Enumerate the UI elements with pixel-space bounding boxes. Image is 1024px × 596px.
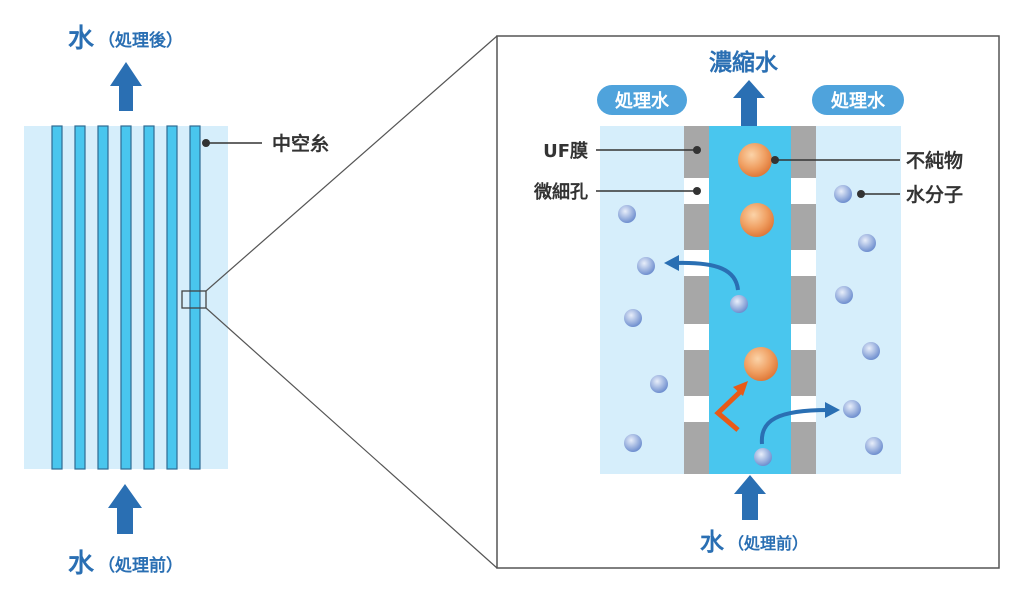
membrane-leader-dot xyxy=(693,146,701,154)
concentrate-label: 濃縮水 xyxy=(709,49,779,76)
zoom-line-bottom xyxy=(205,307,498,569)
water-molecule xyxy=(624,309,642,327)
water-molecule xyxy=(730,295,748,313)
permeation-arrow-left xyxy=(664,255,740,291)
water-molecule xyxy=(637,257,655,275)
treated-water-right: 処理水 xyxy=(831,90,886,112)
molecule-label: 水分子 xyxy=(906,184,963,206)
water-molecule xyxy=(835,286,853,304)
hollow-fiber xyxy=(51,125,63,470)
top-water-label: 水 xyxy=(68,24,95,54)
hollow-fiber xyxy=(166,125,178,470)
water-molecule xyxy=(858,234,876,252)
hollow-fiber xyxy=(120,125,132,470)
permeation-arrow-right xyxy=(759,402,840,445)
inlet-water-label: 水 xyxy=(700,528,725,556)
hollow-fiber xyxy=(189,125,201,470)
water-molecule xyxy=(865,437,883,455)
bottom-water-note: （処理前） xyxy=(98,555,183,576)
fiber-label: 中空糸 xyxy=(272,132,329,155)
fiber-channel xyxy=(709,126,791,474)
water-molecule xyxy=(624,434,642,452)
water-molecule xyxy=(843,400,861,418)
impurity-particle xyxy=(738,143,772,177)
top-water-note: （処理後） xyxy=(98,30,183,51)
water-molecule xyxy=(862,342,880,360)
treated-water-left: 処理水 xyxy=(615,90,670,112)
left-module: 水 （処理後） 中空糸 水 （処理前） xyxy=(24,24,329,579)
water-molecule xyxy=(650,375,668,393)
hollow-fiber xyxy=(74,125,86,470)
detail-panel: 濃縮水 処理水 処理水 xyxy=(496,35,1000,569)
impurity-label: 不純物 xyxy=(906,149,963,172)
pore-label: 微細孔 xyxy=(533,181,588,203)
inlet-arrow xyxy=(734,475,766,520)
top-up-arrow xyxy=(110,62,142,111)
blocked-chevron xyxy=(714,390,742,432)
treated-water-pill-right xyxy=(812,85,904,115)
bottom-up-arrow xyxy=(108,484,142,534)
zoom-line-top xyxy=(205,35,498,292)
inlet-water-note: （処理前） xyxy=(728,534,808,553)
water-molecule xyxy=(834,185,852,203)
blocked-arrowhead xyxy=(733,381,748,396)
pore-leader-dot xyxy=(693,187,701,195)
hollow-fiber xyxy=(97,125,109,470)
water-molecule xyxy=(618,205,636,223)
water-molecule xyxy=(754,448,772,466)
bottom-water-label: 水 xyxy=(68,549,95,579)
membrane-blocks xyxy=(684,126,816,474)
treated-water-pill-left xyxy=(597,85,687,115)
hollow-fibers xyxy=(51,125,201,470)
zoom-box xyxy=(181,290,207,309)
membrane-label: UF膜 xyxy=(543,140,588,162)
impurity-particle xyxy=(744,347,778,381)
concentrate-arrow xyxy=(733,80,765,126)
impurity-particle xyxy=(740,203,774,237)
hollow-fiber xyxy=(143,125,155,470)
water-molecules xyxy=(618,185,883,466)
